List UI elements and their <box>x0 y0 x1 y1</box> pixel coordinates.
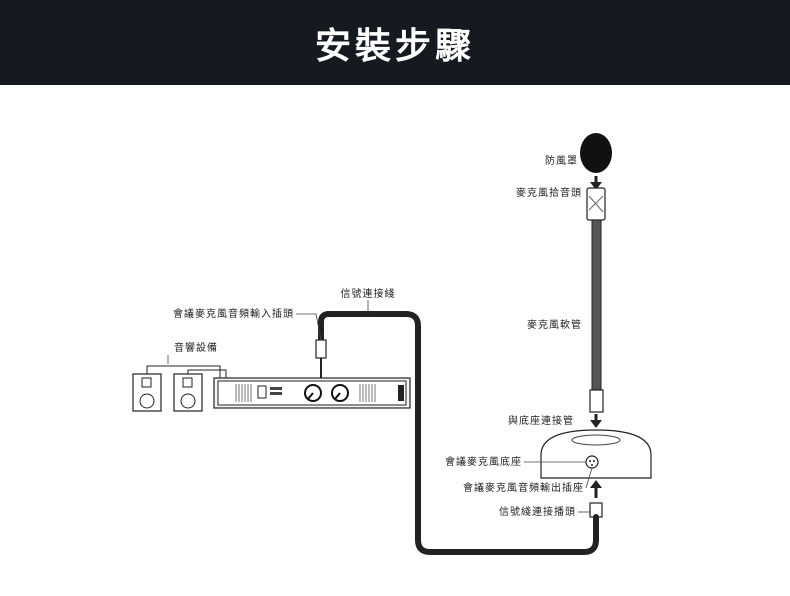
speaker-wire-left <box>146 365 221 378</box>
label-base-connector: 與底座連接管 <box>508 414 574 427</box>
label-signal-cable: 信號連接綫 <box>341 287 396 300</box>
base-connector-tube <box>589 389 604 413</box>
microphone-assembly <box>540 133 652 518</box>
header-banner: 安裝步驟 <box>0 0 790 85</box>
speaker-right <box>173 373 203 412</box>
label-gooseneck: 麥克風軟管 <box>527 318 582 331</box>
amplifier <box>213 377 411 409</box>
label-input-jack: 會議麥克風音頻輸入插頭 <box>173 307 294 320</box>
signal-cable <box>318 311 599 555</box>
input-jack-plug <box>315 339 327 359</box>
label-windscreen: 防風罩 <box>545 154 578 167</box>
xlr-output-socket <box>585 455 599 469</box>
label-audio-equipment: 音響設備 <box>174 341 218 354</box>
label-cable-plug: 信號綫連接播頭 <box>499 505 576 518</box>
label-mic-base: 會議麥克風底座 <box>445 455 522 468</box>
arrowhead-to-base <box>590 420 602 428</box>
page-title: 安裝步驟 <box>314 25 475 67</box>
arrowhead-to-socket <box>590 480 602 488</box>
label-mic-capsule: 麥克風拾音頭 <box>516 186 582 199</box>
windscreen <box>580 133 612 173</box>
label-output-socket: 會議麥克風音頻輸出插座 <box>463 481 584 494</box>
gooseneck-tube <box>591 219 602 391</box>
arrowhead-windscreen <box>590 182 602 190</box>
mic-base <box>540 429 652 479</box>
speaker-left <box>132 373 162 412</box>
speaker-wire-right <box>187 369 227 378</box>
